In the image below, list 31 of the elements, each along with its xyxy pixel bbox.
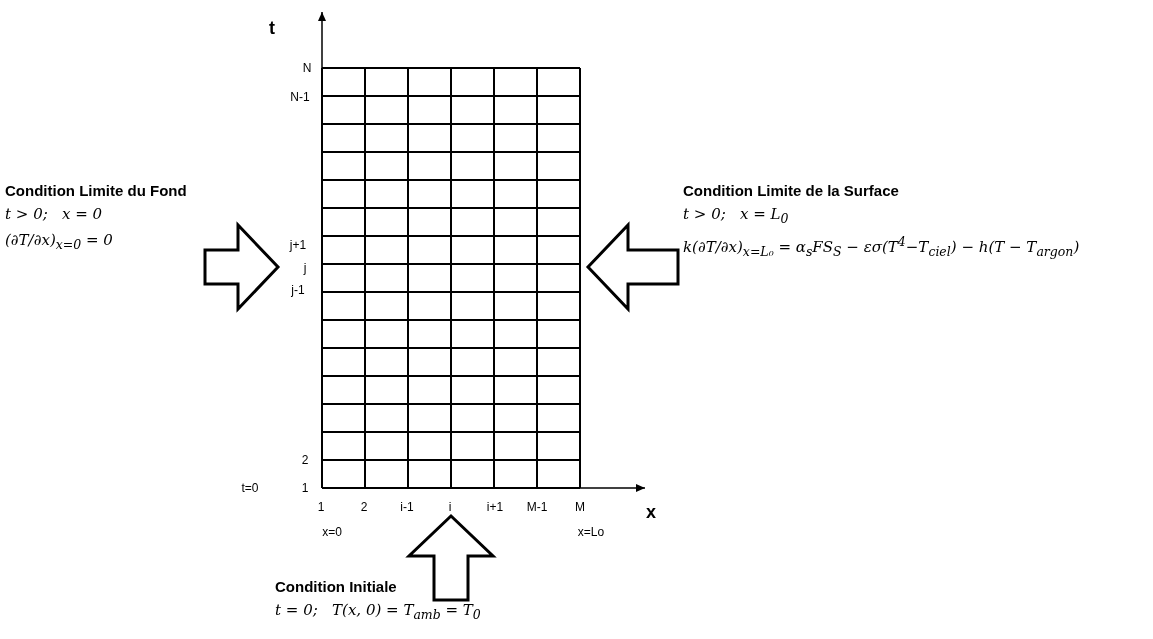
column-index: M (575, 500, 585, 514)
row-index: N (302, 61, 312, 75)
equation: t > 0; x = L$_{0}$ (683, 205, 790, 226)
row-index: 1 (301, 481, 309, 495)
column-index: i+1 (486, 500, 504, 514)
condition-heading: Condition Initiale (275, 578, 398, 595)
block-arrow (203, 221, 281, 313)
axis-label: x (646, 501, 656, 523)
block-arrow (585, 221, 680, 313)
column-index: i-1 (400, 500, 414, 514)
axis-label: t (269, 17, 275, 39)
position-label: x=0 (322, 525, 342, 539)
column-index: M-1 (526, 500, 548, 514)
condition-heading: Condition Limite de la Surface (683, 182, 900, 199)
row-index: N-1 (290, 90, 310, 104)
row-index: j+1 (289, 238, 307, 252)
column-index: 2 (360, 500, 368, 514)
time-label: t=0 (241, 481, 259, 495)
column-index: 1 (317, 500, 325, 514)
row-index: j (303, 261, 307, 275)
equation: (∂T/∂x)$_{x=0}$ = 0 (5, 231, 114, 252)
equation: t > 0; x = 0 (5, 205, 104, 223)
equation: k(∂T/∂x)$_{x=L₀}$ = α$_{s}$FS$_{S}$ − εσ(T$^{4}$−T$_{ciel}$) − h(T − T$_{argon}$) (683, 234, 1080, 259)
column-index: i (448, 500, 452, 514)
row-index: 2 (301, 453, 309, 467)
equation: t = 0; T(x, 0) = T$_{amb}$ = T$_{0}$ (275, 601, 481, 622)
grid (321, 67, 581, 489)
position-label: x=Lo (577, 525, 605, 539)
row-index: j-1 (291, 283, 305, 297)
block-arrow (405, 513, 497, 602)
condition-heading: Condition Limite du Fond (5, 182, 187, 199)
